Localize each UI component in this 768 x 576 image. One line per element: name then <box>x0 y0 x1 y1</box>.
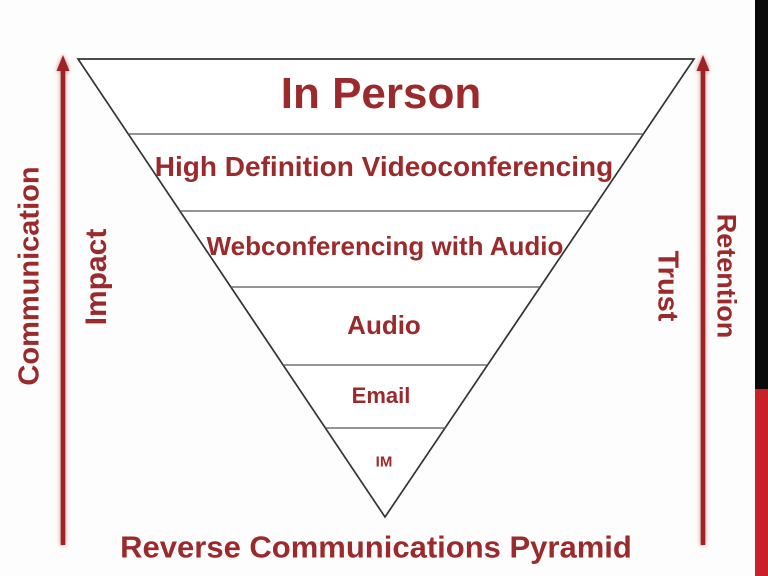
right-axis-label-retention: Retention <box>711 213 742 339</box>
pyramid-layer-label-email: Email <box>351 383 411 408</box>
pyramid-layer-label-webconferencing-audio: Webconferencing with Audio <box>206 231 564 261</box>
pyramid-layer-label-im: IM <box>375 453 393 471</box>
pyramid-layer-label-in-person: In Person <box>280 69 482 118</box>
up-arrow-left-icon <box>56 55 70 545</box>
left-axis-label-impact: Impact <box>80 228 113 326</box>
edge-bar-black <box>755 0 768 389</box>
slide-title: Reverse Communications Pyramid <box>120 529 632 565</box>
left-axis-label-communication: Communication <box>13 166 46 386</box>
pyramid-layer-label-hd-videoconferencing: High Definition Videoconferencing <box>154 151 614 182</box>
arrow-glow <box>56 55 710 545</box>
inverted-pyramid-outline <box>76 58 696 519</box>
right-axis-label-trust: Trust <box>651 250 684 322</box>
pyramid-layer-label-audio: Audio <box>347 310 421 340</box>
edge-bar-red <box>755 389 768 576</box>
up-arrow-right-icon <box>696 55 710 545</box>
